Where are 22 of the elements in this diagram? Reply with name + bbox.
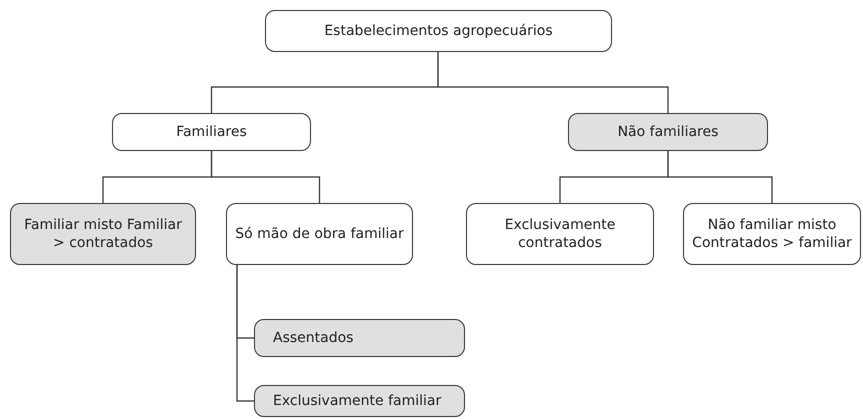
category-label: Assentados: [273, 328, 354, 348]
category-box: [683, 203, 861, 265]
category-box: [466, 203, 654, 265]
category-label: Exclusivamente contratados: [504, 216, 616, 252]
category-label: Familiar misto Familiar > contratados: [23, 216, 183, 252]
category-label: Só mão de obra familiar: [235, 224, 404, 244]
category-box: [254, 319, 465, 357]
connector-line: [236, 265, 254, 402]
category-box: [226, 203, 413, 265]
connector-line: [667, 151, 773, 203]
category-label: Não familiares: [618, 122, 718, 142]
category-box: [265, 10, 612, 52]
connector-line: [210, 151, 320, 203]
category-label: Familiares: [176, 122, 247, 142]
category-label: Estabelecimentos agropecuários: [324, 22, 553, 40]
category-label: Exclusivamente familiar: [273, 392, 442, 410]
category-box: [10, 203, 196, 265]
category-box: [568, 113, 768, 151]
connector-line: [437, 52, 669, 113]
category-box: [112, 113, 311, 151]
category-box: [254, 385, 465, 417]
category-label: Não familiar misto Contratados > familiar: [691, 216, 853, 252]
